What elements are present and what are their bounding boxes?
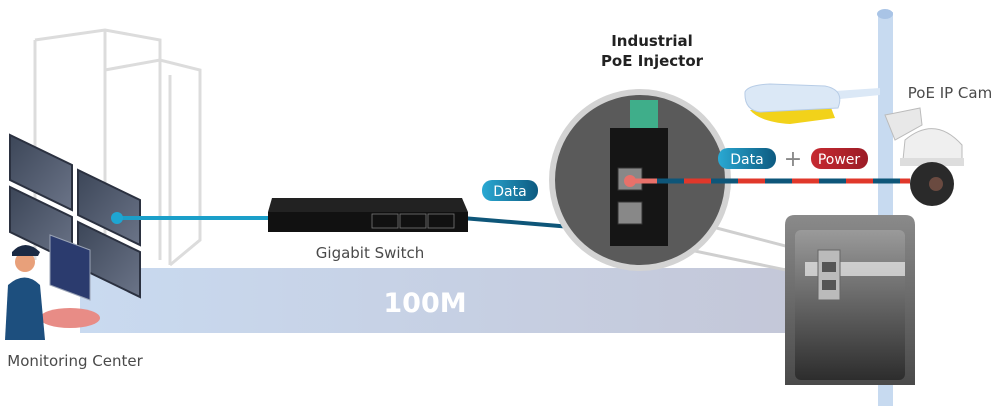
gigabit-switch-label: Gigabit Switch <box>316 244 424 262</box>
power-pill <box>811 148 868 169</box>
injector-label-line1: Industrial <box>611 32 693 50</box>
data-pill-2-label: Data <box>730 152 763 168</box>
ip-cam-label: PoE IP Cam <box>908 84 992 102</box>
data-pill-1-label: Data <box>493 184 526 200</box>
data-pill-1 <box>482 180 538 201</box>
street-light <box>744 83 880 124</box>
ip-camera-icon <box>884 107 964 206</box>
distance-label: 100M <box>383 288 466 319</box>
data-pill-2 <box>718 148 776 169</box>
injector-label-line2: PoE Injector <box>601 52 704 70</box>
distance-band <box>80 268 800 333</box>
plus-sign: + <box>784 147 802 172</box>
injector-port-endpoint <box>624 175 636 187</box>
cable-endpoint <box>111 212 123 224</box>
outdoor-cabinet <box>785 215 915 385</box>
desk <box>40 308 100 328</box>
operator-icon <box>5 234 91 340</box>
power-pill-label: Power <box>818 152 861 168</box>
poe-injector-device <box>610 100 668 246</box>
gigabit-switch-device <box>268 198 468 232</box>
monitoring-center-label: Monitoring Center <box>7 352 143 370</box>
